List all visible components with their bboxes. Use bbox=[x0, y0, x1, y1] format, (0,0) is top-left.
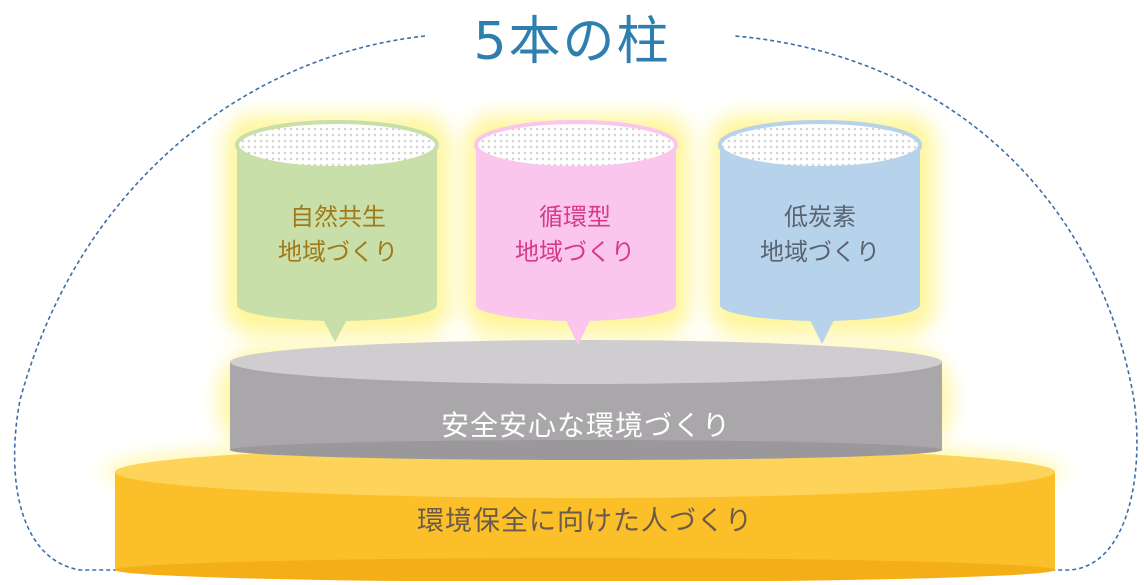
gray-foundation-disc bbox=[230, 340, 942, 460]
pillar-label-low-carbon: 低炭素 地域づくり bbox=[720, 200, 920, 270]
foundation-label-people: 環境保全に向けた人づくり bbox=[417, 506, 753, 537]
pillar-label-line2: 地域づくり bbox=[278, 237, 398, 266]
pillar-label-recycling: 循環型 地域づくり bbox=[475, 200, 675, 270]
pillar-label-line2: 地域づくり bbox=[515, 237, 635, 266]
diagram-title: 5本の柱 bbox=[473, 12, 671, 72]
pillar-cylinder-blue bbox=[718, 120, 922, 321]
pillar-label-line1: 循環型 bbox=[539, 203, 611, 231]
pillar-label-nature: 自然共生 地域づくり bbox=[238, 200, 438, 270]
pillar-label-line2: 地域づくり bbox=[760, 237, 880, 266]
foundation-label-safety: 安全安心な環境づくり bbox=[440, 409, 731, 442]
pillar-cylinder-pink bbox=[474, 120, 678, 321]
pillar-label-line1: 低炭素 bbox=[784, 203, 856, 231]
dome-outline bbox=[13, 35, 1138, 571]
pillar-cylinder-green bbox=[235, 120, 439, 321]
pillar-label-line1: 自然共生 bbox=[290, 203, 386, 231]
orange-foundation-disc bbox=[115, 446, 1055, 582]
